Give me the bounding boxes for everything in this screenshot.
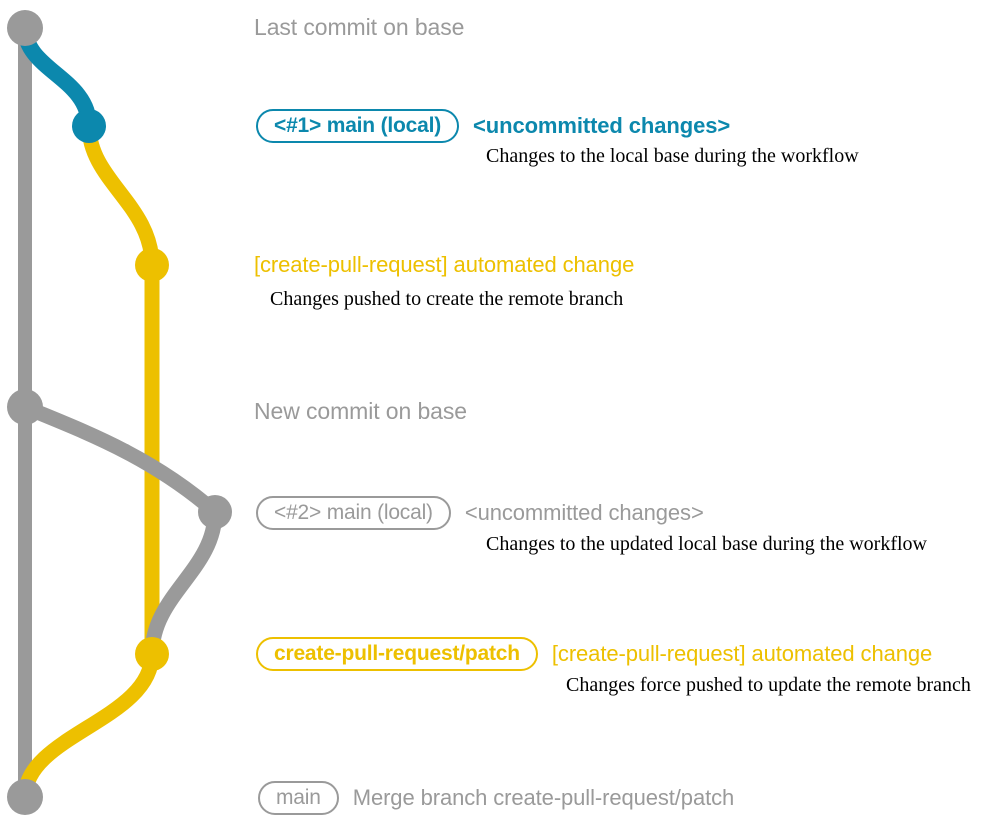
- branch-line-remote-upper: [81, 118, 160, 273]
- commit-row-automated-change-2: create-pull-request/patch [create-pull-r…: [256, 637, 932, 671]
- commit-title-automated-change-1: [create-pull-request] automated change: [254, 252, 635, 277]
- commit-node-last-commit-on-base[interactable]: [7, 10, 43, 46]
- commit-description-automated-change-2: Changes force pushed to update the remot…: [566, 674, 971, 696]
- commit-row-local-commit-1: <#1> main (local) <uncommitted changes>: [256, 109, 730, 143]
- commit-node-local-commit-1[interactable]: [72, 109, 106, 143]
- commit-description-local-commit-1: Changes to the local base during the wor…: [486, 145, 859, 167]
- commit-row-merge-commit: main Merge branch create-pull-request/pa…: [258, 781, 734, 815]
- commit-node-automated-change-1[interactable]: [135, 248, 169, 282]
- branch-pill-merge-commit[interactable]: main: [258, 781, 339, 815]
- commit-node-new-commit-on-base[interactable]: [7, 389, 43, 425]
- branch-pill-local-commit-1[interactable]: <#1> main (local): [256, 109, 460, 143]
- commit-title-local-commit-2: <uncommitted changes>: [464, 500, 704, 525]
- commit-row-automated-change-1: [create-pull-request] automated change: [254, 252, 634, 278]
- commit-title-local-commit-1: <uncommitted changes>: [473, 113, 731, 138]
- branch-line-local-grey-upper: [17, 399, 223, 520]
- commit-node-local-commit-2[interactable]: [198, 495, 232, 529]
- branch-pill-local-commit-2[interactable]: <#2> main (local): [256, 496, 451, 530]
- commit-title-automated-change-2: [create-pull-request] automated change: [551, 641, 933, 666]
- commit-description-automated-change-1: Changes pushed to create the remote bran…: [270, 288, 624, 310]
- branch-line-merge: [17, 646, 160, 805]
- commit-label-last-commit-on-base: Last commit on base: [254, 14, 465, 40]
- commit-node-automated-change-2[interactable]: [135, 637, 169, 671]
- branch-line-local-grey-lower: [144, 504, 223, 662]
- commit-node-merge-commit[interactable]: [7, 779, 43, 815]
- commit-row-local-commit-2: <#2> main (local) <uncommitted changes>: [256, 496, 704, 530]
- commit-title-merge-commit: Merge branch create-pull-request/patch: [352, 785, 735, 810]
- branch-pill-automated-change-2[interactable]: create-pull-request/patch: [256, 637, 538, 671]
- commit-description-local-commit-2: Changes to the updated local base during…: [486, 533, 927, 555]
- commit-label-new-commit-on-base: New commit on base: [254, 398, 467, 424]
